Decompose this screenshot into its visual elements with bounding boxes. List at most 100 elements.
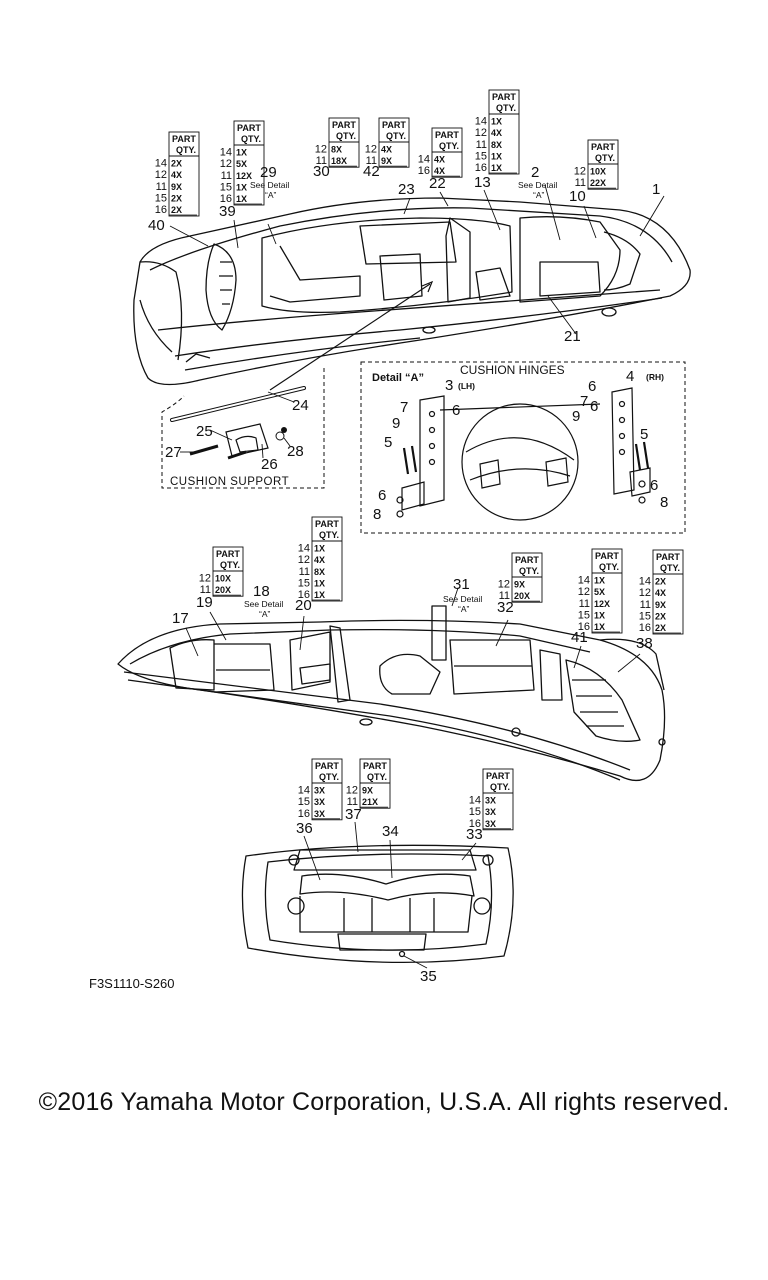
callout-leader	[547, 295, 577, 335]
part-number: 11	[200, 584, 211, 596]
part-quantity: 18X	[331, 156, 347, 166]
callout-number: 31	[453, 576, 470, 593]
part-quantity: 10X	[215, 574, 231, 584]
part-number: 11	[299, 566, 310, 578]
part-number: 15	[155, 192, 167, 204]
part-quantity: 1X	[314, 590, 325, 600]
part-quantity: 9X	[362, 786, 373, 796]
see-detail-labels: See Detail“A”See Detail“A”See Detail“A”S…	[244, 180, 557, 619]
part-quantity: 4X	[434, 166, 445, 176]
part-quantity: 4X	[434, 155, 445, 165]
part-quantity: 21X	[362, 797, 378, 807]
qty-header-qty: QTY.	[386, 131, 406, 141]
part-quantity: 8X	[331, 145, 342, 155]
callout-number: 41	[571, 629, 588, 646]
part-number: 16	[469, 818, 481, 830]
callout-number: 9	[572, 408, 580, 425]
part-number: 12	[578, 586, 590, 598]
qty-header-part: PART	[363, 761, 387, 771]
part-quantity: 12X	[236, 171, 252, 181]
callout-number: 19	[196, 594, 213, 611]
callout-number: 32	[497, 599, 514, 616]
callout-leader	[617, 653, 641, 673]
qty-header-part: PART	[237, 123, 261, 133]
callout-number: 37	[345, 806, 362, 823]
part-number: 14	[155, 158, 167, 170]
qty-header-part: PART	[656, 552, 680, 562]
callout-number: 5	[640, 426, 648, 443]
callout-number: 30	[313, 163, 330, 180]
part-number: 12	[199, 573, 211, 585]
rh-label: (RH)	[646, 372, 664, 382]
callout-leader	[354, 821, 359, 853]
part-number: 14	[220, 147, 232, 159]
part-quantity: 4X	[491, 128, 502, 138]
callout-number: 7	[580, 393, 588, 410]
part-number: 11	[575, 177, 586, 189]
part-quantity: 3X	[314, 809, 325, 819]
callout-leader	[169, 225, 209, 247]
detail-a-title: Detail “A”	[372, 372, 424, 384]
part-number: 11	[156, 181, 167, 193]
callout-number: 6	[650, 477, 658, 494]
part-number: 14	[298, 543, 310, 555]
part-number: 12	[365, 144, 377, 156]
part-number: 11	[579, 598, 590, 610]
callout-leader	[583, 205, 597, 239]
callout-number: 39	[219, 203, 236, 220]
callout-number: 8	[660, 494, 668, 511]
callout-number: 40	[148, 217, 165, 234]
callout-leader	[451, 587, 459, 607]
part-quantity: 1X	[594, 622, 605, 632]
callout-number: 8	[373, 506, 381, 523]
qty-header-qty: QTY.	[496, 103, 516, 113]
part-number: 11	[366, 155, 377, 167]
qty-header-qty: QTY.	[319, 772, 339, 782]
part-quantity: 4X	[655, 588, 666, 598]
part-number: 15	[469, 806, 481, 818]
part-number: 14	[298, 785, 310, 797]
callout-leader	[233, 219, 239, 249]
callout-number: 23	[398, 181, 415, 198]
part-number: 16	[220, 193, 232, 205]
callout-leader	[495, 619, 509, 647]
callout-leader	[483, 189, 501, 231]
callout-leader	[267, 223, 277, 245]
part-number: 14	[475, 116, 487, 128]
part-quantity: 9X	[171, 182, 182, 192]
part-quantity: 1X	[491, 151, 502, 161]
qty-header-part: PART	[315, 761, 339, 771]
part-quantity: 1X	[314, 578, 325, 588]
see-detail-label: See Detail	[518, 180, 557, 190]
qty-header-qty: QTY.	[241, 134, 261, 144]
part-quantity: 10X	[590, 167, 606, 177]
callout-number: 6	[590, 398, 598, 415]
part-quantity: 1X	[236, 148, 247, 158]
callout-leader	[303, 835, 321, 881]
part-number: 12	[220, 158, 232, 170]
part-number: 16	[155, 204, 167, 216]
middle-boat-drawing	[117, 605, 666, 781]
part-quantity: 1X	[491, 163, 502, 173]
part-quantity: 9X	[381, 156, 392, 166]
part-number: 11	[347, 796, 358, 808]
callout-number: 36	[296, 820, 313, 837]
callout-number: 4	[626, 368, 634, 385]
qty-header-qty: QTY.	[367, 772, 387, 782]
part-quantity: 3X	[485, 819, 496, 829]
part-number: 12	[639, 587, 651, 599]
see-detail-label: See Detail	[244, 599, 283, 609]
part-quantity: 1X	[314, 544, 325, 554]
callout-leader	[439, 191, 449, 207]
